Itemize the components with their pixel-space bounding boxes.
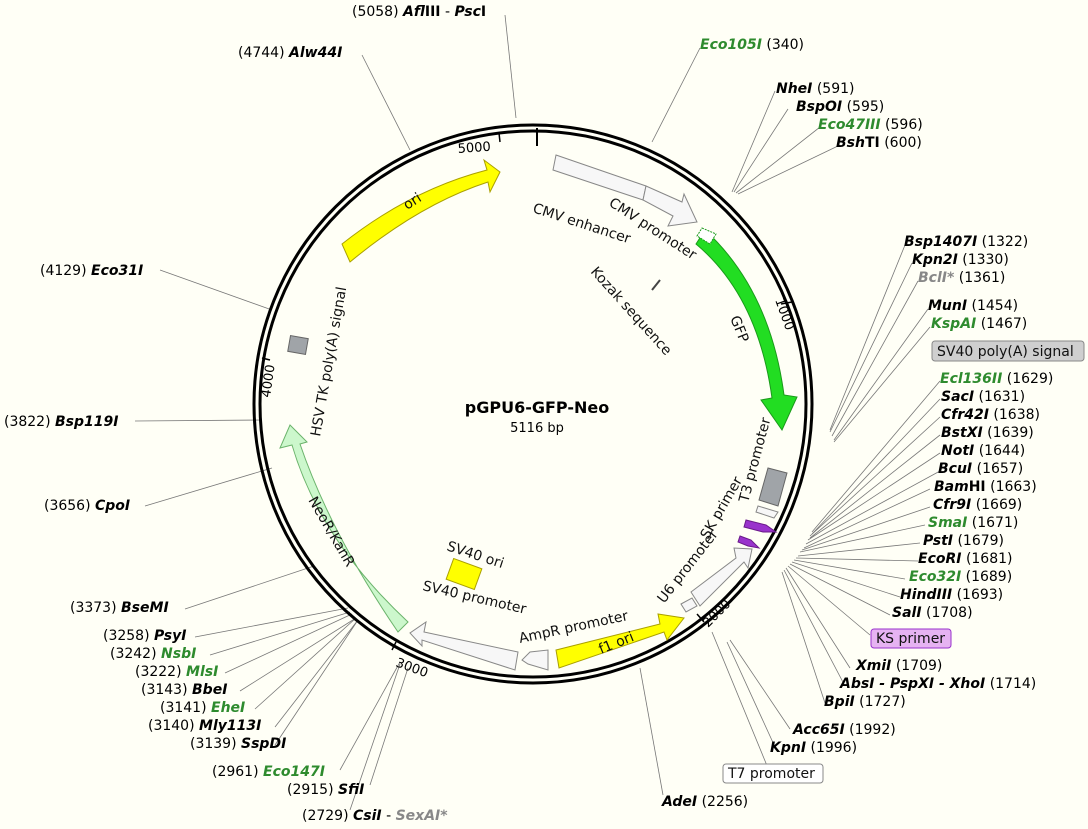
- site-mly113i: (3140) Mly113I: [148, 718, 261, 734]
- gfp-arrow: [695, 229, 798, 432]
- sv40-polya-box: [931, 340, 1085, 362]
- site-csii-sexai: (2729) CsiI - SexAI*: [302, 808, 448, 824]
- plasmid-length: 5116 bp: [510, 421, 564, 436]
- kozak-sequence-mark: [651, 279, 661, 291]
- tick-2000-mark: [696, 613, 705, 623]
- t3-arrow: [755, 505, 779, 519]
- site-psyi: (3258) PsyI: [103, 628, 186, 644]
- site-bbei: (3143) BbeI: [141, 682, 227, 698]
- site-hindiii: HindIII (1693): [900, 587, 1003, 603]
- site-eco147i: (2961) Eco147I: [212, 764, 325, 780]
- gfp-label: GFP: [726, 314, 751, 345]
- site-bamhi: BamHI (1663): [934, 479, 1037, 495]
- t7-promoter-mark: [680, 597, 698, 613]
- plasmid-name: pGPU6-GFP-Neo: [465, 398, 609, 417]
- site-absi: AbsI - PspXI - XhoI (1714): [839, 676, 1036, 692]
- site-cfr42i: Cfr42I (1638): [941, 407, 1040, 423]
- site-afliii-psci: (5058) AflIII - PscI: [352, 4, 486, 20]
- site-bcui: BcuI (1657): [938, 461, 1023, 477]
- site-ehei: (3141) EheI: [160, 700, 245, 716]
- ks-primer-box: [870, 628, 952, 649]
- site-sfii: (2915) SfiI: [287, 782, 364, 798]
- t7-promoter-boxed-label: T7 promoter: [727, 766, 815, 782]
- site-bpii: BpiI (1727): [824, 694, 906, 710]
- f1-ori-label: f1 ori: [597, 629, 637, 658]
- site-sali: SalI (1708): [892, 605, 973, 621]
- neor-arrow: [279, 424, 409, 633]
- site-sspdi: (3139) SspDI: [190, 736, 286, 752]
- site-kpni: KpnI (1996): [770, 740, 857, 756]
- neor-label: NeoR/KanR: [305, 494, 358, 570]
- site-bshti: BshTI (600): [836, 135, 922, 151]
- u6-promoter-arrow: [690, 547, 753, 607]
- site-cpoi: (3656) CpoI: [44, 498, 130, 514]
- site-bstxi: BstXI (1639): [941, 425, 1034, 441]
- site-nhei: NheI (591): [776, 81, 855, 97]
- tick-5000-mark: [498, 132, 501, 143]
- site-eco47iii: Eco47III (596): [818, 117, 923, 133]
- cmv-promoter-arrow: [642, 185, 698, 227]
- site-mlsi: (3222) MlsI: [135, 664, 218, 680]
- site-bsp1407i: Bsp1407I (1322): [904, 234, 1028, 250]
- site-ecl136ii: Ecl136II (1629): [940, 371, 1053, 387]
- tick-4000: 4000: [259, 364, 278, 399]
- tick-5000: 5000: [457, 140, 491, 157]
- site-kpn2i: Kpn2I (1330): [912, 252, 1009, 268]
- ampr-promoter-arrow: [521, 649, 549, 671]
- hsv-tk-label: HSV TK poly(A) signal: [308, 286, 350, 438]
- kozak-block: [696, 227, 717, 245]
- ks-primer-arrow: [737, 535, 761, 549]
- sk-primer-arrow: [743, 519, 778, 533]
- site-xmii: XmiI (1709): [855, 658, 942, 674]
- site-saci: SacI (1631): [941, 389, 1025, 405]
- site-noti: NotI (1644): [941, 443, 1025, 459]
- site-smai: SmaI (1671): [928, 515, 1018, 531]
- site-bspoi: BspOI (595): [796, 99, 884, 115]
- site-muni: MunI (1454): [928, 298, 1018, 314]
- ks-primer-boxed-label: KS primer: [876, 631, 945, 647]
- hsv-tk-polya-box: [287, 334, 309, 356]
- sv40-polya-boxed-label: SV40 poly(A) signal: [937, 344, 1074, 360]
- cmv-enhancer-arrow: [552, 154, 647, 201]
- kozak-label: Kozak sequence: [587, 264, 675, 359]
- site-bsemi: (3373) BseMI: [70, 600, 169, 616]
- backbone-outer: [252, 123, 814, 685]
- f1-ori-arrow: [555, 613, 685, 669]
- leader-lines: [134, 14, 941, 811]
- sv40-promoter-arrow: [409, 620, 519, 671]
- t3-promoter-box: [758, 467, 788, 507]
- site-alw44i: (4744) Alw44I: [238, 45, 342, 61]
- site-eco31i: (4129) Eco31I: [40, 263, 143, 279]
- tick-4000-mark: [261, 357, 271, 361]
- site-eco105i: Eco105I (340): [700, 37, 804, 53]
- site-psti: PstI (1679): [923, 533, 1004, 549]
- tick-3000-mark: [391, 641, 397, 651]
- backbone-inner: [258, 129, 808, 679]
- site-bsp119i: (3822) Bsp119I: [4, 414, 118, 430]
- site-nsbi: (3242) NsbI: [110, 646, 196, 662]
- site-cfr9i: Cfr9I (1669): [933, 497, 1022, 513]
- site-bcli: BclI* (1361): [918, 270, 1005, 286]
- site-eco32i: Eco32I (1689): [909, 569, 1012, 585]
- t7-promoter-box: [722, 763, 824, 784]
- sv40-ori-box: [445, 557, 483, 591]
- tick-1000-mark: [780, 301, 793, 305]
- site-acc65i: Acc65I (1992): [792, 722, 896, 738]
- ori-arrow: [341, 158, 501, 263]
- site-ecori: EcoRI (1681): [918, 551, 1013, 567]
- site-kspai: KspAI (1467): [931, 316, 1027, 332]
- site-adei: AdeI (2256): [661, 794, 748, 810]
